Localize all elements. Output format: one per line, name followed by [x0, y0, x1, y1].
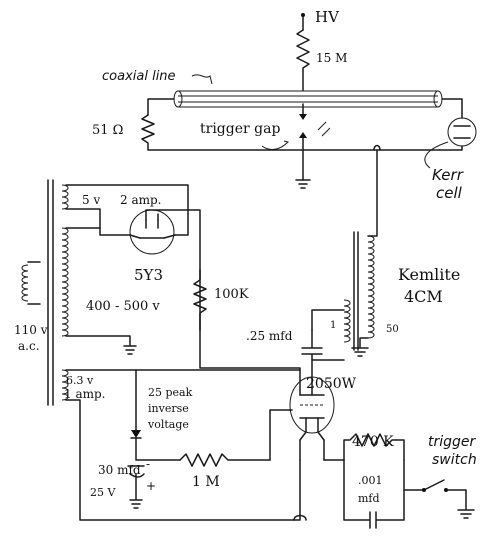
kemlite-label-2: 4CM	[404, 287, 443, 306]
crossover-2	[293, 514, 307, 521]
hv-label: HV	[315, 8, 340, 26]
fil-1amp-label: 1 amp.	[64, 387, 105, 401]
ac-110v-label-2: a.c.	[18, 339, 40, 353]
fil-5v-label: 5 v	[82, 193, 100, 207]
minus-sign: -	[146, 457, 150, 471]
trigger-transformer	[343, 149, 378, 357]
r-1m-label: 1 M	[192, 474, 220, 490]
pri-1-label: 1	[330, 320, 336, 331]
kemlite-label-1: Kemlite	[398, 265, 460, 284]
r-51-label: 51 Ω	[92, 123, 123, 138]
grid-wire	[269, 409, 293, 461]
r-470k-label: 470 K	[352, 434, 394, 450]
coax-right-wire	[441, 98, 463, 119]
piv-label-1: 25 peak	[148, 386, 193, 399]
trigger-gap-label: trigger gap	[200, 121, 280, 137]
ac-110v-label-1: 110 v	[14, 323, 48, 337]
piv-label-3: voltage	[147, 418, 189, 431]
cap-001-label-2: mfd	[358, 492, 380, 505]
plus-sign: +	[146, 479, 156, 493]
trigger-gap	[295, 103, 331, 189]
cap-001	[343, 459, 405, 529]
cap-001-label-1: .001	[358, 474, 383, 487]
switch-ground	[445, 489, 475, 519]
fil-5v-wire-bot	[65, 208, 131, 236]
coaxial-line-label: coaxial line	[102, 69, 176, 84]
cap-25mfd-label: .25 mfd	[246, 329, 293, 343]
fil-6-3v-bot	[65, 399, 301, 521]
r-100k-label: 100K	[214, 287, 249, 302]
trigger-switch-blade[interactable]	[423, 479, 445, 491]
cap-25v-label: 25 V	[90, 486, 116, 499]
coax-left-wire	[147, 98, 175, 116]
diode	[131, 430, 141, 438]
trigger-gap-pointer	[261, 140, 289, 150]
kerr-cell-label-2: cell	[436, 184, 463, 202]
power-transformer	[21, 179, 69, 406]
hv-feed	[296, 13, 310, 91]
coaxial-pointer-arrow	[191, 74, 213, 85]
fil-2amp-label: 2 amp.	[120, 193, 161, 207]
hv-ground	[65, 335, 137, 355]
primary-wire-top	[311, 309, 345, 331]
cap-30mfd	[127, 465, 145, 509]
r-1m	[179, 453, 271, 467]
sec-50-label: 50	[386, 324, 399, 335]
diode-cathode-wire	[130, 437, 181, 461]
kerr-cell	[439, 117, 477, 151]
r-15m-label: 15 M	[316, 51, 347, 65]
kerr-pointer	[424, 141, 449, 169]
hv-400-500-label: 400 - 500 v	[86, 299, 160, 314]
kerr-cell-label-1: Kerr	[432, 166, 464, 184]
fil-6-3v-label: 6.3 v	[66, 374, 94, 387]
cap-25mfd	[301, 329, 323, 379]
cap-30mfd-label: 30 mfd	[98, 463, 141, 477]
r-100k	[193, 269, 301, 396]
trigger-switch-label-1: trigger	[428, 434, 477, 450]
crossover-1	[373, 144, 381, 151]
r-51-ohm	[141, 114, 441, 151]
piv-label-2: inverse	[148, 402, 189, 415]
r-470k	[343, 433, 405, 461]
coaxial-line	[173, 90, 443, 108]
tube-2050w-label: 2050W	[306, 376, 357, 392]
tube-5y3-label: 5Y3	[134, 266, 163, 284]
trigger-switch-label-2: switch	[432, 452, 477, 468]
